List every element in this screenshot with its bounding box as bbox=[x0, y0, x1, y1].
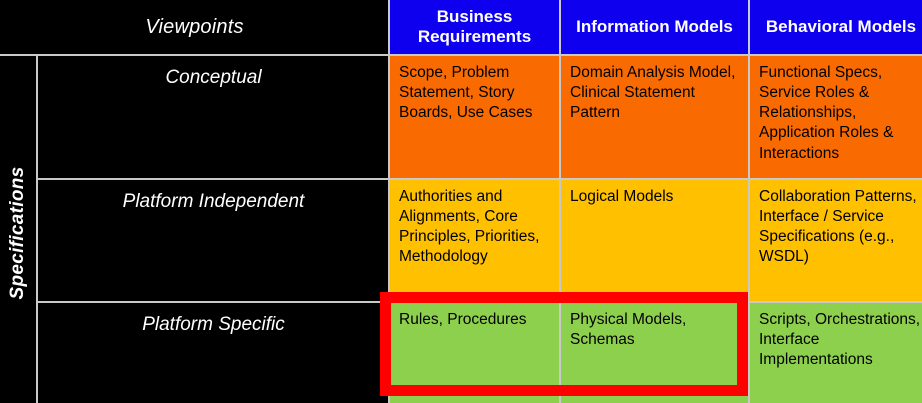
matrix-spine-specifications: Specifications bbox=[0, 56, 36, 403]
row-header-label: Conceptual bbox=[165, 67, 262, 88]
column-header-label: Business Requirements bbox=[417, 6, 532, 46]
column-header-label: Behavioral Models bbox=[765, 16, 917, 36]
cell-conceptual-behavioral-models: Functional Specs, Service Roles & Relati… bbox=[750, 56, 922, 178]
cell-conceptual-information-models: Domain Analysis Model, Clinical Statemen… bbox=[561, 56, 748, 178]
row-header-platform-specific: Platform Specific bbox=[38, 303, 388, 403]
cell-text: Functional Specs, Service Roles & Relati… bbox=[759, 64, 894, 162]
cell-platform-specific-information-models: Physical Models, Schemas bbox=[561, 303, 748, 403]
matrix-corner-viewpoints: Viewpoints bbox=[0, 0, 388, 54]
cell-text: Collaboration Patterns, Interface / Serv… bbox=[759, 188, 917, 266]
row-header-platform-independent: Platform Independent bbox=[38, 180, 388, 301]
column-header-label: Information Models bbox=[576, 16, 733, 36]
column-header-behavioral-models: Behavioral Models bbox=[750, 0, 922, 54]
cell-platform-independent-business-requirements: Authorities and Alignments, Core Princip… bbox=[390, 180, 559, 301]
corner-label: Viewpoints bbox=[145, 15, 244, 38]
cell-text: Scripts, Orchestrations, Interface Imple… bbox=[759, 311, 921, 369]
cell-platform-independent-behavioral-models: Collaboration Patterns, Interface / Serv… bbox=[750, 180, 922, 301]
column-header-information-models: Information Models bbox=[561, 0, 748, 54]
cell-text: Physical Models, Schemas bbox=[570, 311, 687, 349]
cell-text: Rules, Procedures bbox=[399, 311, 527, 328]
cell-platform-independent-information-models: Logical Models bbox=[561, 180, 748, 301]
row-header-label: Platform Independent bbox=[122, 191, 305, 212]
cell-platform-specific-behavioral-models: Scripts, Orchestrations, Interface Imple… bbox=[750, 303, 922, 403]
cell-text: Authorities and Alignments, Core Princip… bbox=[399, 188, 540, 266]
spine-label: Specifications bbox=[7, 165, 28, 300]
cell-text: Domain Analysis Model, Clinical Statemen… bbox=[570, 64, 736, 122]
cell-text: Logical Models bbox=[570, 188, 674, 205]
row-header-label: Platform Specific bbox=[142, 314, 285, 335]
row-header-conceptual: Conceptual bbox=[38, 56, 388, 178]
cell-text: Scope, Problem Statement, Story Boards, … bbox=[399, 64, 533, 122]
cell-conceptual-business-requirements: Scope, Problem Statement, Story Boards, … bbox=[390, 56, 559, 178]
column-header-business-requirements: Business Requirements bbox=[390, 0, 559, 54]
cell-platform-specific-business-requirements: Rules, Procedures bbox=[390, 303, 559, 403]
